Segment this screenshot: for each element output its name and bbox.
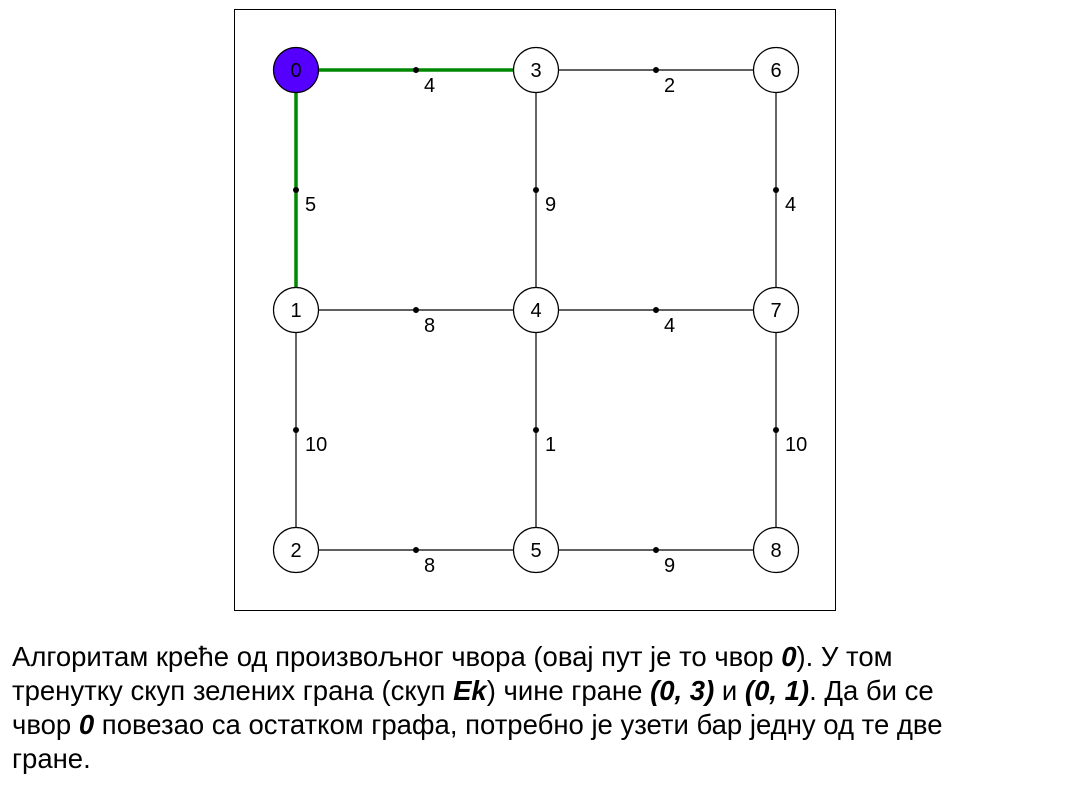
node-circle	[512, 46, 560, 94]
edge-midpoint-dot	[533, 187, 539, 193]
node-circle	[752, 46, 800, 94]
caption-line-3: чвор 0 повезао са остатком графа, потреб…	[12, 708, 1072, 742]
node-6: 6	[752, 46, 800, 94]
edge-midpoint-dot	[413, 547, 419, 553]
node-label: 3	[530, 60, 541, 82]
node-label: 5	[530, 540, 541, 562]
caption-segment: ). У том	[796, 641, 893, 672]
edge-1-2: 10	[293, 310, 327, 550]
node-label: 7	[770, 300, 781, 322]
caption-emphasis-node-0: 0	[78, 709, 95, 740]
edge-0-1: 5	[293, 70, 316, 310]
node-2: 2	[272, 526, 320, 574]
edge-weight-label: 8	[424, 315, 435, 337]
node-label: 4	[530, 300, 541, 322]
edge-weight-label: 8	[424, 555, 435, 577]
edge-6-7: 4	[773, 70, 796, 310]
edge-midpoint-dot	[773, 187, 779, 193]
node-circle	[752, 286, 800, 334]
edge-weight-label: 10	[305, 434, 327, 456]
edge-midpoint-dot	[293, 427, 299, 433]
caption-line-4: гране.	[12, 742, 1072, 776]
edge-4-7: 4	[536, 307, 776, 337]
start-node-circle	[272, 46, 320, 94]
caption-line-1: Алгоритам креће од произвољног чвора (ов…	[12, 640, 1072, 674]
caption-emphasis-node-0: 0	[781, 641, 797, 672]
graph-figure: 4 2 5 9 4 8 4 10 1 10 8 9 0 3 6 1 4 7 2 5 8	[234, 9, 836, 611]
edge-weight-label: 10	[785, 434, 807, 456]
edge-1-4: 8	[296, 307, 536, 337]
node-5: 5	[512, 526, 560, 574]
node-3: 3	[512, 46, 560, 94]
edge-2-5: 8	[296, 547, 536, 577]
edge-midpoint-dot	[413, 307, 419, 313]
node-8: 8	[752, 526, 800, 574]
edge-weight-label: 2	[664, 75, 675, 97]
edge-midpoint-dot	[413, 67, 419, 73]
caption-segment: и	[714, 675, 745, 706]
node-7: 7	[752, 286, 800, 334]
edge-3-6: 2	[536, 67, 776, 97]
node-label: 8	[770, 540, 781, 562]
edge-5-8: 9	[536, 547, 776, 577]
edge-weight-label: 4	[664, 315, 675, 337]
edge-midpoint-dot	[293, 187, 299, 193]
caption-emphasis-edge-0-3: (0, 3)	[650, 675, 715, 706]
caption-segment: повезао са остатком графа, потребно је у…	[94, 709, 943, 740]
edge-weight-label: 5	[305, 194, 316, 216]
node-circle	[272, 526, 320, 574]
node-1: 1	[272, 286, 320, 334]
graph-svg: 4 2 5 9 4 8 4 10 1 10 8 9 0 3 6 1 4 7 2 5 8	[234, 9, 836, 611]
edge-0-3: 4	[296, 67, 536, 97]
caption-text: Алгоритам креће од произвољног чвора (ов…	[12, 640, 1072, 776]
caption-emphasis-edge-0-1: (0, 1)	[744, 675, 810, 706]
caption-segment: Алгоритам креће од произвољног чвора (ов…	[12, 641, 782, 672]
edge-weight-label: 4	[424, 75, 435, 97]
node-0: 0	[272, 46, 320, 94]
nodes-layer: 0 3 6 1 4 7 2 5 8	[272, 46, 800, 574]
node-label: 6	[770, 60, 781, 82]
edges-layer: 4 2 5 9 4 8 4 10 1 10 8 9	[293, 67, 807, 577]
node-label: 2	[290, 540, 301, 562]
edge-midpoint-dot	[773, 427, 779, 433]
caption-segment: тренутку скуп зелених грана (скуп	[12, 675, 454, 706]
caption-line-2: тренутку скуп зелених грана (скуп Ek) чи…	[12, 674, 1072, 708]
caption-emphasis-ek: Ek	[453, 675, 487, 706]
node-circle	[752, 526, 800, 574]
edge-weight-label: 9	[664, 555, 675, 577]
caption-segment: . Да би се	[809, 675, 934, 706]
caption-segment: ) чине гране	[486, 675, 651, 706]
edge-weight-label: 4	[785, 194, 796, 216]
caption-segment: гране.	[12, 743, 91, 774]
node-label: 0	[290, 60, 301, 82]
edge-midpoint-dot	[653, 67, 659, 73]
edge-7-8: 10	[773, 310, 807, 550]
node-label: 1	[290, 300, 301, 322]
node-circle	[512, 526, 560, 574]
node-circle	[512, 286, 560, 334]
edge-weight-label: 1	[545, 434, 556, 456]
edge-midpoint-dot	[533, 427, 539, 433]
edge-weight-label: 9	[545, 194, 556, 216]
node-circle	[272, 286, 320, 334]
edge-midpoint-dot	[653, 307, 659, 313]
edge-4-5: 1	[533, 310, 556, 550]
node-4: 4	[512, 286, 560, 334]
edge-midpoint-dot	[653, 547, 659, 553]
edge-3-4: 9	[533, 70, 556, 310]
caption-segment: чвор	[12, 709, 79, 740]
